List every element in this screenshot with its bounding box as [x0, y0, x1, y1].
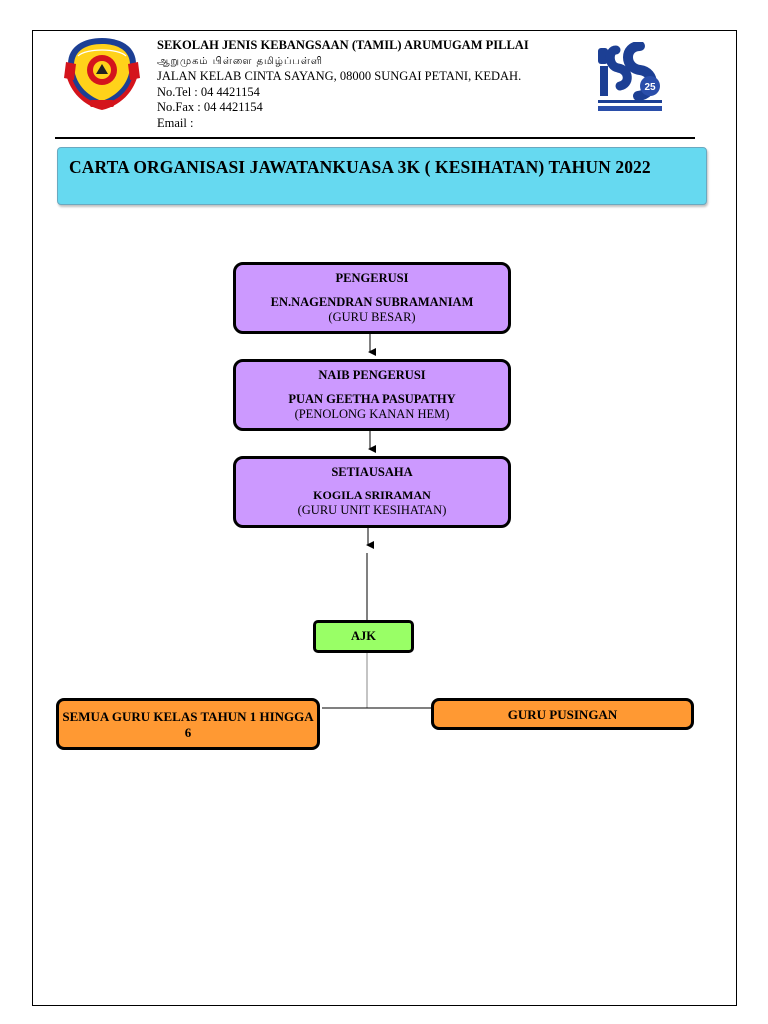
secretary-person: KOGILA SRIRAMAN: [313, 488, 431, 502]
chair-person: EN.NAGENDRAN SUBRAMANIAM: [270, 295, 474, 309]
secretary-position: (GURU UNIT KESIHATAN): [297, 503, 447, 517]
chair-role: PENGERUSI: [335, 271, 409, 285]
chart-title: CARTA ORGANISASI JAWATANKUASA 3K ( KESIH…: [69, 157, 651, 177]
title-banner: CARTA ORGANISASI JAWATANKUASA 3K ( KESIH…: [57, 147, 707, 205]
vice-position: (PENOLONG KANAN HEM): [294, 407, 450, 421]
school-tel: No.Tel : 04 4421154: [157, 84, 260, 99]
vice-chair-box: NAIB PENGERUSI PUAN GEETHA PASUPATHY (PE…: [233, 359, 511, 431]
header-divider: [55, 137, 695, 139]
secretary-role: SETIAUSAHA: [331, 465, 413, 479]
school-name-tamil: ஆறுமுகம் பிள்ளை தமிழ்ப்பள்ளி: [157, 55, 323, 67]
class-teachers-box: SEMUA GURU KELAS TAHUN 1 HINGGA 6: [56, 698, 320, 750]
chair-box: PENGERUSI EN.NAGENDRAN SUBRAMANIAM (GURU…: [233, 262, 511, 334]
page-frame: [32, 30, 737, 1006]
school-info: SEKOLAH JENIS KEBANGSAAN (TAMIL) ARUMUGA…: [157, 38, 529, 131]
brand-number: 25: [644, 82, 656, 93]
vice-role: NAIB PENGERUSI: [318, 368, 426, 382]
school-email: Email :: [157, 115, 194, 130]
ts25-program-logo-icon: 25: [598, 42, 662, 111]
ajk-box: AJK: [313, 620, 414, 653]
school-fax: No.Fax : 04 4421154: [157, 100, 263, 114]
vice-person: PUAN GEETHA PASUPATHY: [288, 392, 456, 406]
school-name: SEKOLAH JENIS KEBANGSAAN (TAMIL) ARUMUGA…: [157, 38, 529, 52]
chair-position: (GURU BESAR): [328, 310, 416, 324]
rotation-teachers-box: GURU PUSINGAN: [431, 698, 694, 730]
school-address: JALAN KELAB CINTA SAYANG, 08000 SUNGAI P…: [157, 69, 522, 83]
school-crest-icon: [64, 38, 140, 110]
secretary-box: SETIAUSAHA KOGILA SRIRAMAN (GURU UNIT KE…: [233, 456, 511, 528]
